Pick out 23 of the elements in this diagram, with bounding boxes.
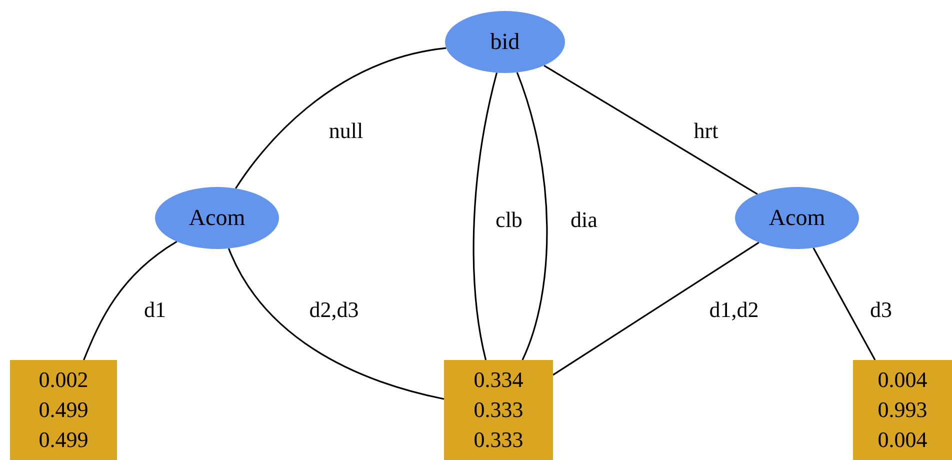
connector-line [552,242,760,376]
connector-line [83,240,178,360]
node-label: Acom [188,205,246,231]
probability-value: 0.333 [474,426,524,454]
probability-value: 0.993 [878,396,928,424]
connector-line [235,47,446,189]
probability-value: 0.334 [474,366,524,394]
probability-value: 0.499 [38,426,88,454]
node-label: Acom [768,205,826,231]
probability-value: 0.002 [38,366,88,394]
connector-line [228,248,444,400]
value-box [853,360,952,460]
probability-value: 0.004 [878,366,928,394]
connector-line [544,64,758,195]
probability-value: 0.333 [474,396,524,424]
value-box [10,360,117,460]
connector-line [812,248,876,360]
connector-line [472,72,498,360]
value-box [444,360,553,460]
node-label: bid [490,29,520,55]
connector-line [516,72,548,360]
probability-value: 0.499 [38,396,88,424]
probability-value: 0.004 [878,426,928,454]
